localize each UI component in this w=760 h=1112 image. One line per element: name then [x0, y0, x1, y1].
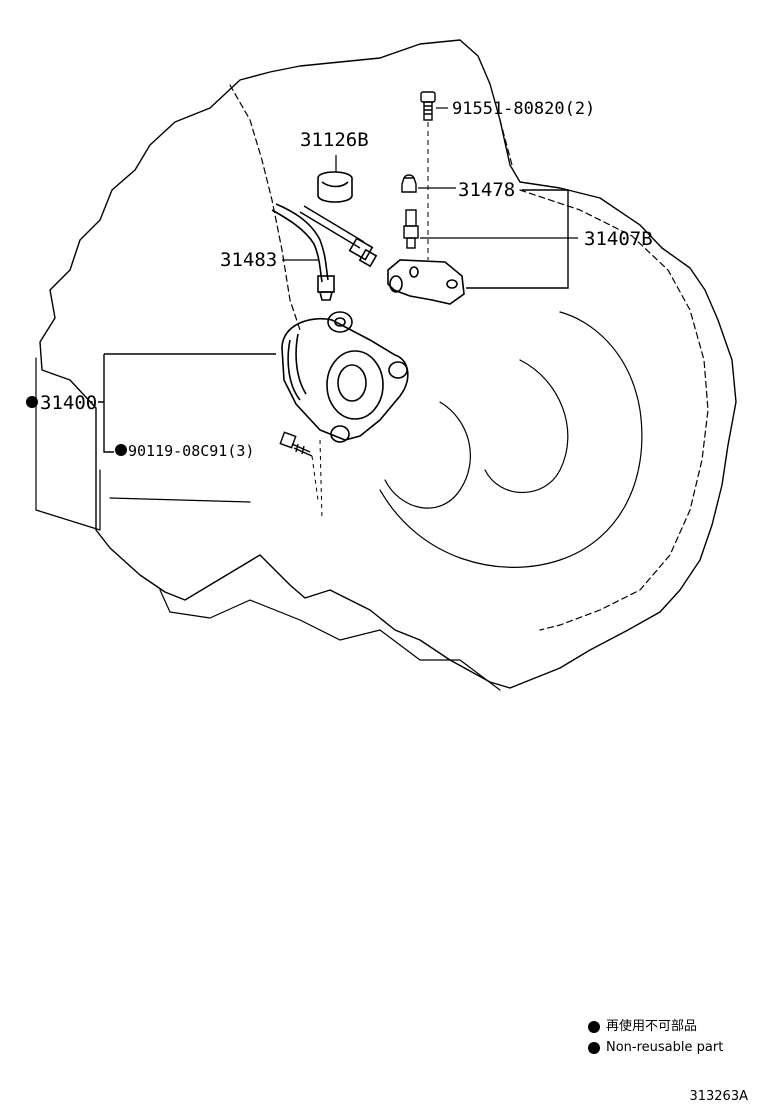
union-fitting	[387, 259, 465, 305]
housing-inner-contour-2	[379, 311, 643, 568]
legend-jp-text: 再使用不可部品	[606, 1019, 698, 1034]
legend-row-en: Non-reusable part	[588, 1037, 723, 1058]
callout-cap: 31126B	[300, 129, 369, 151]
bolt-top-part	[420, 91, 436, 260]
diagram-code: 313263A	[689, 1089, 748, 1104]
plug-part	[401, 174, 417, 193]
legend-row-jp: 再使用不可部品	[588, 1016, 723, 1037]
housing-inner-contour	[229, 84, 709, 631]
cap-part	[317, 171, 353, 203]
non-reusable-dot-31400	[26, 396, 38, 408]
group-bracket	[466, 189, 569, 289]
bearing-bore-arc-2	[484, 359, 569, 493]
bolt-lower-part	[279, 431, 313, 457]
legend-en-text: Non-reusable part	[606, 1040, 724, 1055]
bullet-icon	[588, 1041, 600, 1054]
tube-part	[271, 203, 378, 301]
housing-lower-edge	[159, 589, 501, 691]
bleeder-part	[403, 209, 419, 249]
non-reusable-dot-bolt-lower	[115, 444, 127, 456]
callout-bolt-lower: 90119-08C91(3)	[128, 442, 254, 460]
bullet-icon	[588, 1020, 600, 1033]
bearing-bore-arc	[384, 401, 471, 509]
cylinder-bracket	[98, 353, 276, 453]
housing-lower-ribs	[35, 357, 251, 531]
legend: 再使用不可部品 Non-reusable part	[588, 1016, 723, 1058]
callout-plug: 31478	[458, 179, 515, 201]
callout-bolt-top: 91551-80820(2)	[452, 99, 595, 119]
release-cylinder-part	[281, 311, 409, 521]
transmission-housing-outline	[39, 39, 737, 689]
callout-tube: 31483	[220, 249, 277, 271]
callout-bleeder: 31407B	[584, 228, 653, 250]
callout-release-cylinder: 31400	[40, 392, 97, 414]
